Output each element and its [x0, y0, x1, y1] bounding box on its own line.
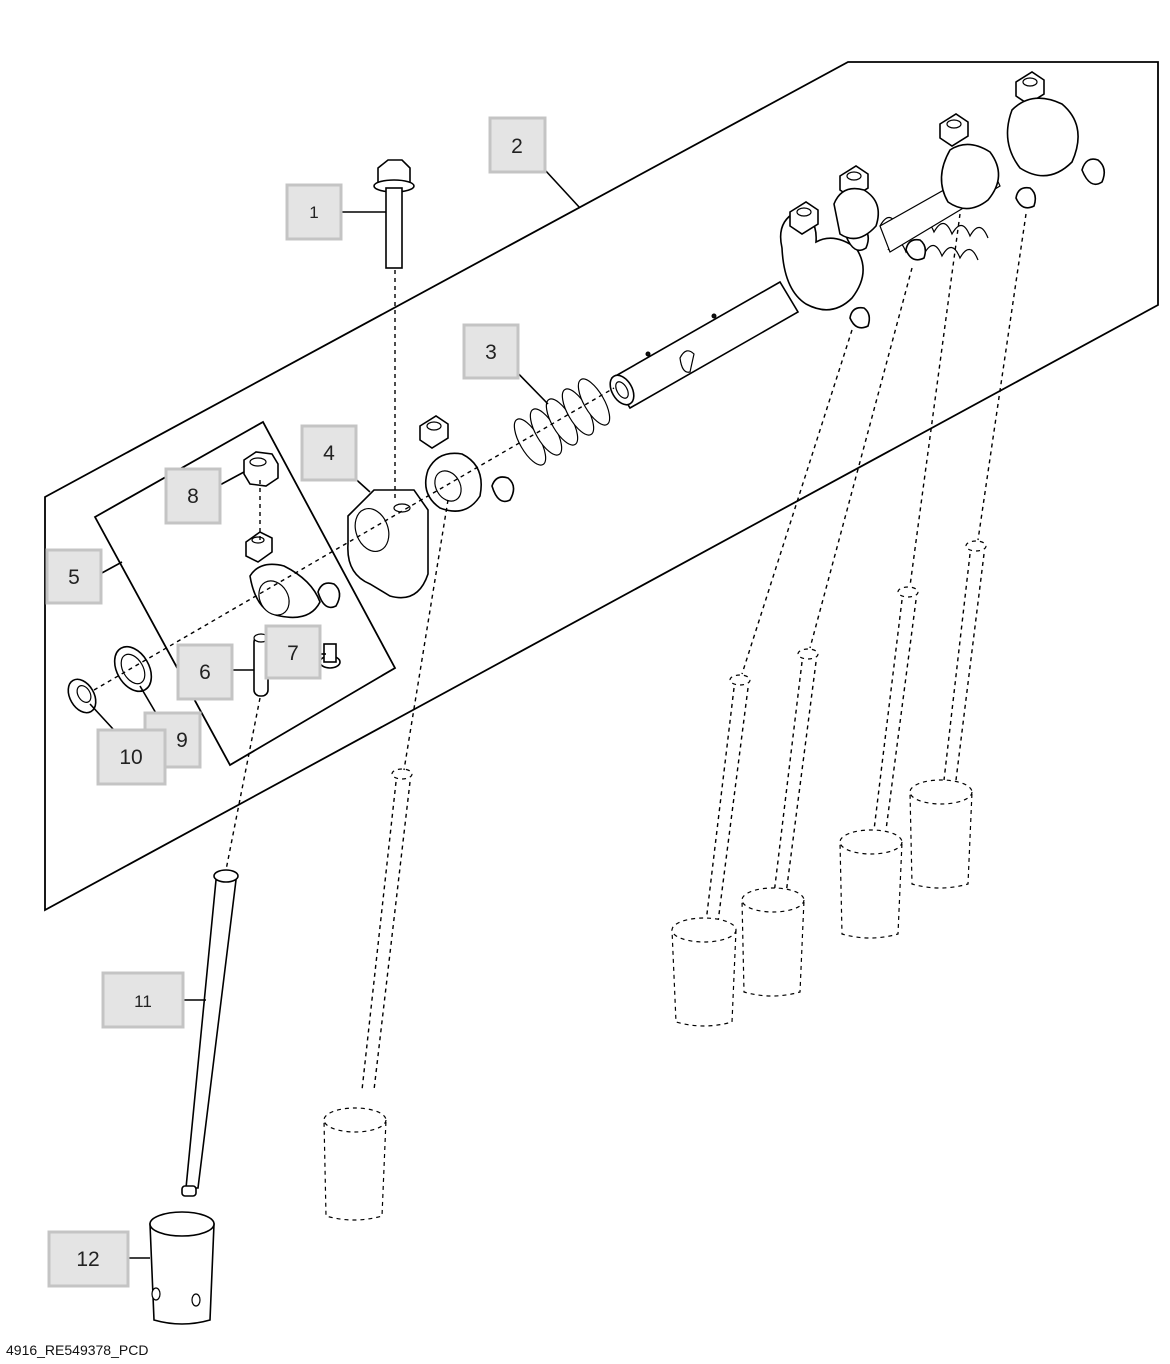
flanged-nut-part [67, 678, 97, 714]
washer-part [113, 645, 153, 693]
rocker-pedestal [347, 489, 429, 599]
callout-3: 3 [462, 323, 520, 380]
callout-1-label: 1 [309, 203, 318, 222]
callout-5-label: 5 [68, 566, 80, 589]
callout-11: 11 [101, 971, 185, 1029]
rocker-arm-4 [1006, 71, 1106, 186]
callout-6: 6 [176, 643, 234, 701]
callout-12-label: 12 [76, 1248, 99, 1271]
assembly-centerlines [93, 213, 1027, 871]
assembly-frame [44, 61, 1159, 912]
callout-2-label: 2 [511, 135, 523, 158]
callout-7: 7 [264, 624, 322, 680]
push-rod-part [181, 869, 239, 1197]
callout-11-label: 11 [134, 992, 152, 1011]
tappet-part [149, 1211, 215, 1325]
callout-9-label: 9 [176, 729, 188, 752]
small-bolt-part [319, 643, 341, 669]
phantom-pushrods-and-tappets [323, 540, 987, 1221]
drawing-reference-code: 4916_RE549378_PCD [6, 1342, 149, 1358]
callout-10: 10 [96, 728, 167, 786]
callout-5: 5 [45, 548, 103, 605]
rocker-shaft-assembly [609, 71, 1106, 410]
callout-4-label: 4 [323, 442, 335, 465]
callout-10-label: 10 [119, 746, 142, 769]
spring-part [513, 378, 611, 466]
callout-6-label: 6 [199, 661, 211, 684]
callout-4: 4 [300, 424, 358, 482]
callout-7-label: 7 [287, 642, 299, 665]
callout-8: 8 [164, 467, 222, 525]
bolt-part [373, 159, 415, 269]
callout-1: 1 [285, 183, 343, 241]
callout-2: 2 [488, 116, 547, 174]
rocker-arm-3 [939, 113, 1037, 210]
nut-part [243, 451, 279, 487]
callout-3-label: 3 [485, 341, 497, 364]
subassembly-rocker-arm [245, 531, 341, 619]
rocker-arm-end [419, 415, 515, 512]
rocker-arm-2 [833, 165, 927, 261]
callout-8-label: 8 [187, 485, 199, 508]
callout-12: 12 [47, 1230, 130, 1288]
